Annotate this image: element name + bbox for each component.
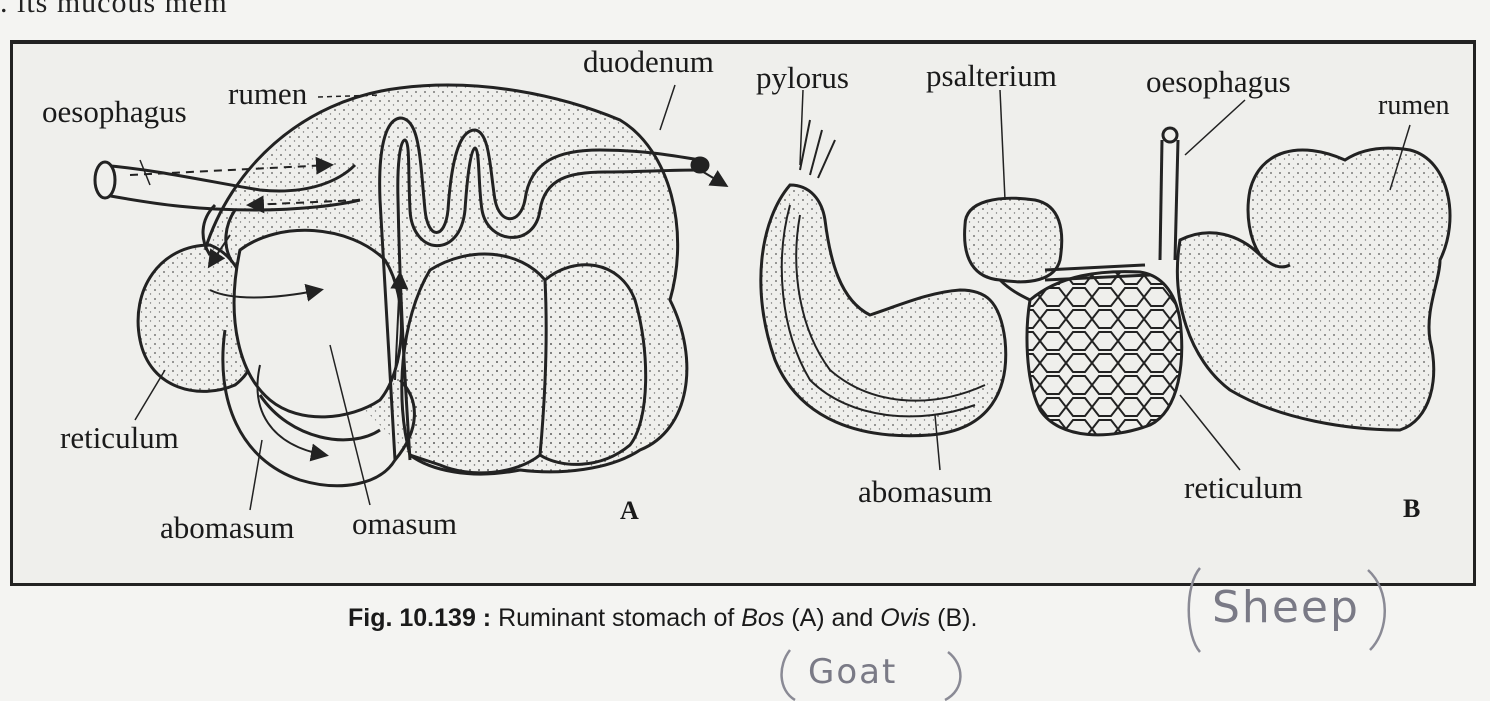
- oesophagus-b-tube: [1160, 140, 1162, 260]
- label-b-pylorus: pylorus: [756, 62, 849, 93]
- caption-text-1: Ruminant stomach of: [498, 604, 741, 632]
- caption-text-3: (B).: [930, 604, 977, 632]
- panel-label-b: B: [1403, 496, 1420, 522]
- label-a-oesophagus: oesophagus: [42, 96, 187, 127]
- label-b-psalterium: psalterium: [926, 60, 1057, 91]
- caption-separator: :: [476, 604, 498, 632]
- label-b-reticulum: reticulum: [1184, 472, 1303, 503]
- label-a-omasum: omasum: [352, 508, 457, 539]
- rumen-a-lobes: [402, 254, 646, 473]
- rumen-b-shape: [1177, 148, 1450, 430]
- label-a-duodenum: duodenum: [583, 46, 714, 77]
- label-a-abomasum: abomasum: [160, 512, 294, 543]
- label-b-abomasum: abomasum: [858, 476, 992, 507]
- figure-caption: Fig. 10.139 : Ruminant stomach of Bos (A…: [348, 604, 977, 633]
- label-b-rumen: rumen: [1378, 92, 1450, 120]
- figure-a-drawing: [95, 85, 725, 510]
- label-a-rumen: rumen: [228, 78, 307, 109]
- caption-text-2: (A) and: [784, 604, 880, 632]
- label-a-reticulum: reticulum: [60, 422, 179, 453]
- caption-genus-a: Bos: [741, 604, 784, 632]
- caption-figure-number: Fig. 10.139: [348, 604, 476, 632]
- reticulum-b-shape: [1027, 272, 1182, 435]
- figure-b-drawing: [761, 90, 1450, 470]
- panel-label-a: A: [620, 498, 639, 524]
- caption-genus-b: Ovis: [880, 604, 930, 632]
- handwritten-note-goat: Goat: [808, 652, 897, 692]
- label-b-oesophagus: oesophagus: [1146, 66, 1291, 97]
- omasum-a-shape: [234, 230, 401, 417]
- handwritten-note-sheep: Sheep: [1212, 582, 1360, 633]
